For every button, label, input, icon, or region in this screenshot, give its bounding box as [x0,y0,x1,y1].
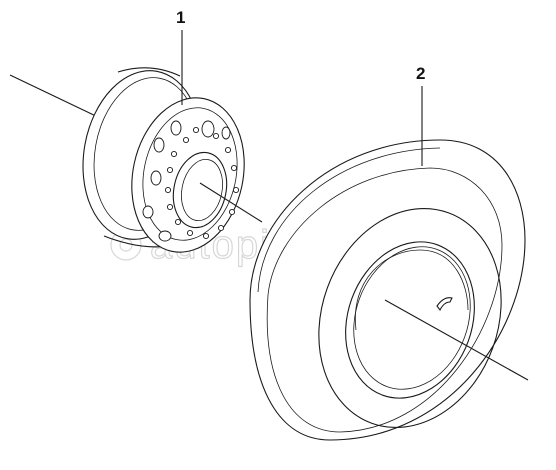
tyre-part-2 [249,139,526,441]
callout-label-2: 2 [416,64,425,83]
axle-line-right [384,299,529,381]
rim-part-1 [82,67,245,253]
callout-label-1: 1 [176,8,185,27]
axle-line-left [9,74,101,119]
valve-stem-icon [436,297,453,312]
axle-line-middle [199,182,263,223]
